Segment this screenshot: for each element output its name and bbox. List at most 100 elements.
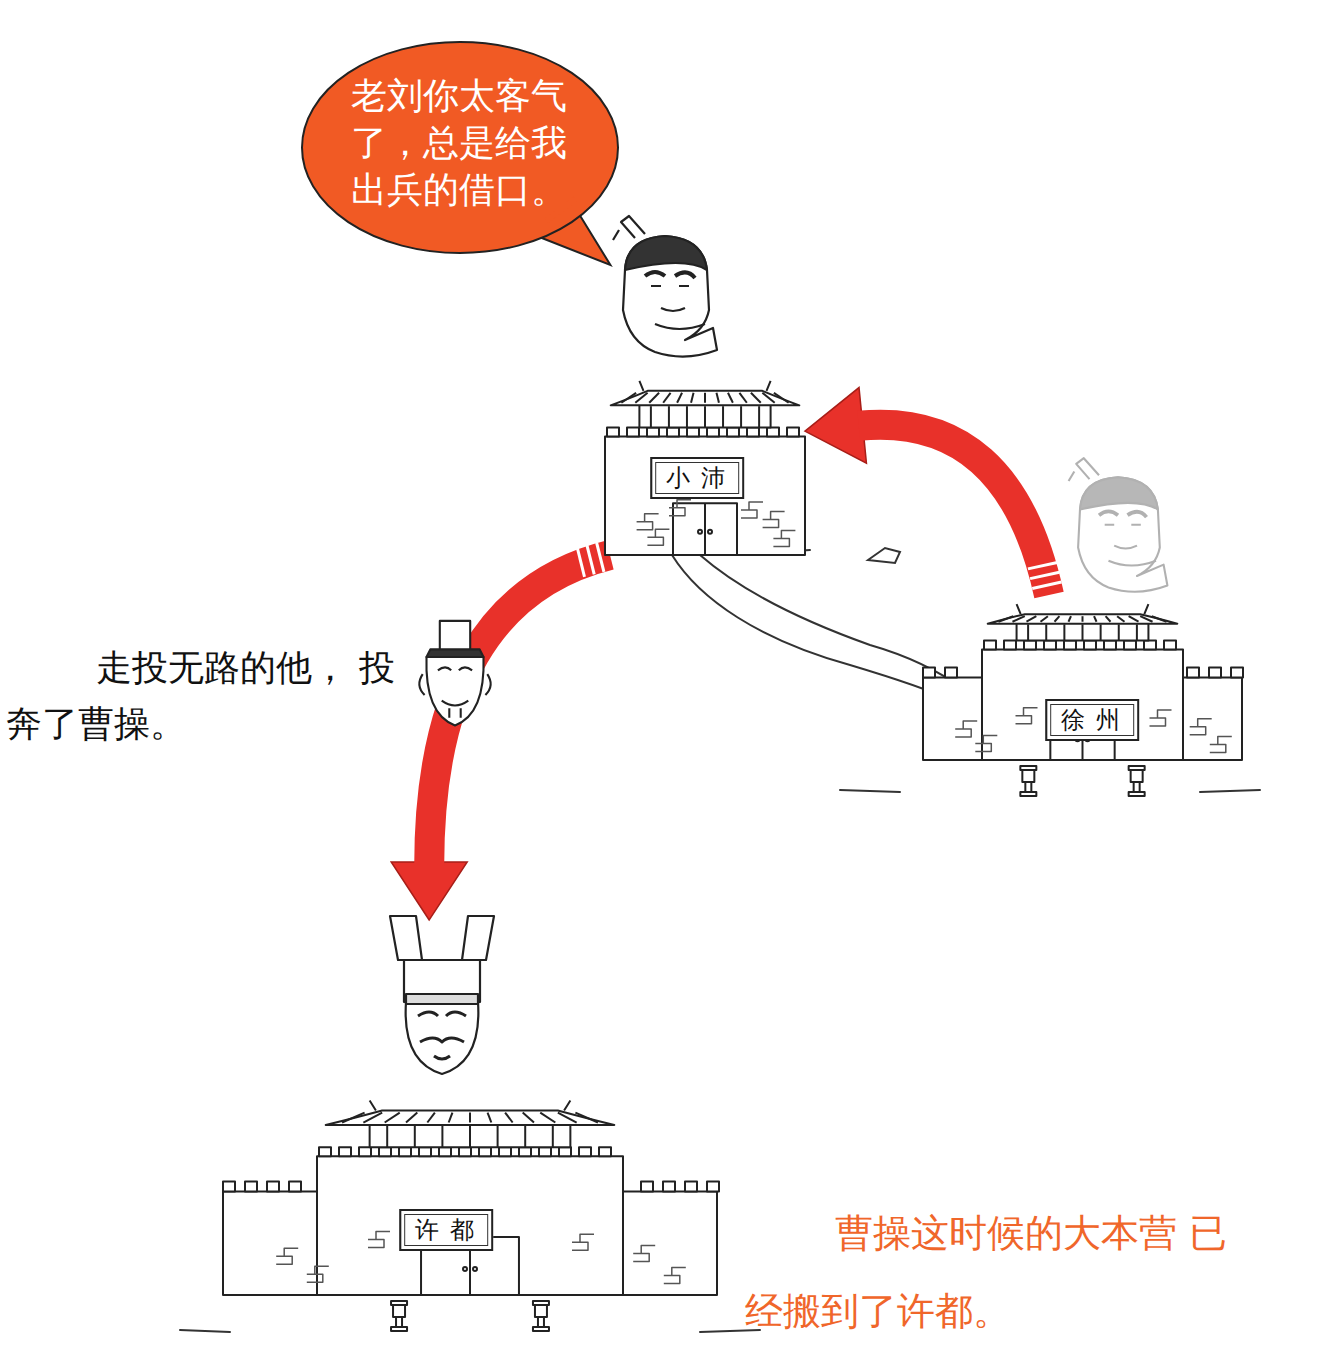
roof-tile — [1026, 616, 1036, 622]
crenel — [479, 1147, 491, 1156]
brick — [307, 1266, 329, 1282]
lantern-base — [1129, 792, 1145, 796]
roof-tile — [691, 393, 693, 403]
roof — [988, 614, 1178, 623]
crenel — [539, 1147, 551, 1156]
pillar — [668, 406, 670, 427]
character-head — [613, 216, 717, 357]
crenel — [1124, 640, 1136, 649]
crenel — [339, 1147, 351, 1156]
pillar — [1136, 624, 1138, 640]
features — [438, 667, 472, 717]
speech-bubble: 老刘你太客气了，总是给我出兵的借口。 — [300, 40, 620, 255]
hat-band — [406, 994, 478, 1004]
roof-tile — [488, 1113, 492, 1123]
arrowhead — [805, 388, 866, 464]
crenel — [267, 1182, 279, 1192]
crenel — [607, 428, 619, 437]
features — [651, 286, 705, 329]
ears — [419, 674, 490, 695]
roof-tile — [1040, 616, 1047, 622]
roof-tile — [739, 393, 746, 403]
pillar — [1100, 624, 1102, 640]
crenel — [319, 1147, 331, 1156]
city-drawing — [223, 1101, 719, 1331]
character-head — [390, 916, 494, 1074]
pillar — [686, 406, 688, 427]
roof-tile — [363, 1113, 382, 1123]
crenel — [379, 1147, 391, 1156]
roof-tile — [342, 1113, 365, 1123]
character-head — [1069, 458, 1168, 592]
hair — [1080, 477, 1158, 509]
brick — [647, 529, 669, 545]
tail-stripe — [1032, 582, 1061, 588]
character-head — [419, 621, 490, 726]
crenel — [579, 1147, 591, 1156]
roof — [611, 391, 800, 406]
speech-text: 老刘你太客气了，总是给我出兵的借口。 — [351, 73, 569, 213]
roof-tile — [406, 1113, 417, 1123]
brick — [1150, 710, 1172, 726]
door-knob — [473, 1267, 477, 1271]
brick — [664, 1268, 686, 1284]
pillar — [469, 1126, 471, 1147]
roof-tile — [1054, 616, 1059, 622]
roof-tip — [1017, 604, 1149, 614]
face — [406, 1002, 479, 1074]
road — [672, 555, 950, 700]
roof-tile — [774, 393, 789, 403]
crenel — [787, 428, 799, 437]
tail-stripe — [577, 548, 584, 577]
roof-tile — [751, 393, 761, 403]
curved-arrow — [805, 388, 1062, 595]
roof-tile — [575, 1113, 598, 1123]
roof-tile — [663, 393, 670, 403]
brick — [1016, 708, 1038, 724]
roof-tile — [635, 393, 647, 403]
roof-tile — [621, 393, 636, 403]
pillar — [1082, 624, 1084, 640]
roof-tile — [649, 393, 659, 403]
pillar — [524, 1126, 526, 1147]
city-drawing — [923, 604, 1243, 796]
pillar — [497, 1126, 499, 1147]
roof-tile — [540, 1113, 555, 1123]
lantern-body — [1131, 770, 1143, 782]
crenel — [1044, 640, 1056, 649]
brick — [763, 511, 785, 527]
roof-tile — [1140, 616, 1152, 622]
brick — [975, 735, 997, 751]
speech-bubble — [302, 42, 618, 253]
pillar — [441, 1126, 443, 1147]
pillar — [722, 406, 724, 427]
lantern-body — [1022, 770, 1034, 782]
tail-stripe — [1028, 562, 1057, 568]
crenel — [1084, 640, 1096, 649]
crenel — [747, 428, 759, 437]
crenel — [419, 1147, 431, 1156]
roof-tile — [469, 1113, 471, 1123]
roof-tile — [1117, 616, 1124, 622]
crenel — [647, 428, 659, 437]
crenel — [223, 1182, 235, 1192]
hat-band — [427, 649, 484, 657]
crenel — [399, 1147, 411, 1156]
crenel — [707, 428, 719, 437]
crenel — [663, 1182, 675, 1192]
roof-tile — [704, 393, 706, 403]
lantern-base — [1020, 792, 1036, 796]
crenel — [289, 1182, 301, 1192]
crenel — [727, 428, 739, 437]
lantern-post — [1134, 782, 1140, 792]
hair-pin — [1069, 458, 1099, 481]
lantern-base — [533, 1327, 549, 1331]
crenel — [499, 1147, 511, 1156]
crenel — [627, 428, 639, 437]
crenel — [945, 668, 957, 678]
brow — [645, 272, 695, 278]
roof-tile — [716, 393, 718, 403]
lantern — [1129, 766, 1145, 796]
crenel — [519, 1147, 531, 1156]
